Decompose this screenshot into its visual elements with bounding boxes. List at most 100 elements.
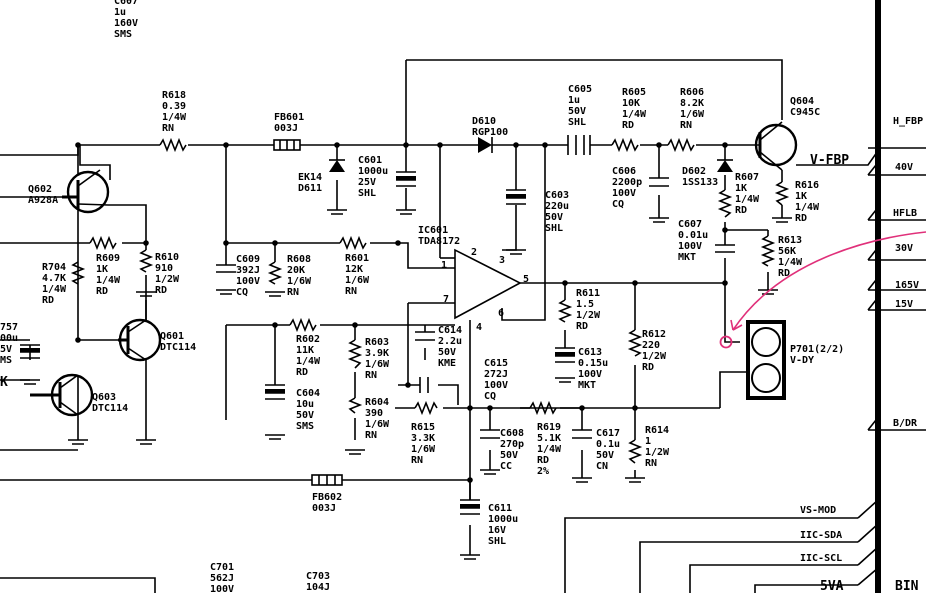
resistor-r619 bbox=[529, 400, 557, 416]
ic-pin-2: 2 bbox=[471, 247, 477, 258]
resistor-r606 bbox=[667, 137, 695, 153]
capacitor-c607 bbox=[715, 244, 735, 253]
ic-pin-labels: 1 2 3 4 5 6 7 bbox=[441, 247, 529, 333]
net-label-iic-scl: IIC-SCL bbox=[800, 553, 842, 564]
resistor-r610 bbox=[138, 249, 154, 273]
diode-ek14 bbox=[329, 159, 345, 172]
annotation-arrow bbox=[719, 231, 926, 349]
wires bbox=[0, 59, 926, 593]
ic-pin-7: 7 bbox=[443, 294, 449, 305]
resistor-r704 bbox=[70, 261, 86, 285]
resistor-r613 bbox=[760, 235, 776, 267]
ic-pin-3: 3 bbox=[499, 255, 505, 266]
resistor-r608 bbox=[267, 261, 283, 285]
net-label-iic-sda: IIC-SDA bbox=[800, 530, 842, 541]
net-label-v-fbp: V-FBP bbox=[810, 153, 849, 168]
junctions bbox=[75, 142, 728, 483]
label-p701: P701(2/2)V-DY bbox=[790, 344, 844, 366]
net-label-15v: 15V bbox=[895, 299, 913, 310]
resistor-r601 bbox=[339, 235, 367, 251]
ferrite-bead-fb601 bbox=[273, 139, 301, 151]
ic-pin-5: 5 bbox=[523, 274, 529, 285]
left-partial-k: K bbox=[0, 375, 8, 390]
net-label-h-fbp: H_FBP bbox=[893, 116, 923, 127]
diode-d602 bbox=[717, 159, 733, 172]
resistor-r614 bbox=[627, 439, 643, 464]
ic-pin-4: 4 bbox=[476, 322, 482, 333]
capacitor-c614 bbox=[415, 331, 435, 341]
transistor-q602 bbox=[62, 169, 110, 214]
capacitor-c615 bbox=[419, 377, 429, 393]
resistors bbox=[70, 137, 790, 464]
transistor-q604 bbox=[754, 121, 798, 171]
net-label-165v: 165V bbox=[895, 280, 919, 291]
resistor-r609 bbox=[89, 235, 117, 251]
net-label-bin: BIN bbox=[895, 579, 919, 593]
net-label-40v: 40V bbox=[895, 162, 913, 173]
capacitor-c617 bbox=[572, 429, 592, 439]
resistor-r604 bbox=[348, 397, 363, 414]
resistor-r612 bbox=[627, 329, 643, 357]
ground-symbols bbox=[20, 209, 792, 560]
net-label-5va: 5VA bbox=[820, 579, 844, 593]
capacitor-c608 bbox=[480, 429, 500, 439]
ic601-amplifier bbox=[454, 248, 522, 320]
ic-pin-1: 1 bbox=[441, 260, 447, 271]
net-label-b-dr: B/DR bbox=[893, 418, 918, 429]
resistor-r618 bbox=[159, 137, 187, 153]
transistor-q603 bbox=[30, 373, 94, 417]
connector-p701 bbox=[746, 320, 786, 400]
net-label-vs-mod: VS-MOD bbox=[800, 505, 836, 516]
ic-pin-6: 6 bbox=[498, 308, 504, 319]
resistor-r605 bbox=[611, 137, 639, 153]
resistor-r607 bbox=[717, 189, 733, 218]
resistor-r611 bbox=[557, 299, 573, 323]
cap-plates-filled bbox=[20, 176, 575, 508]
net-label-hflb: HFLB bbox=[893, 208, 917, 219]
resistor-r602 bbox=[289, 317, 317, 333]
capacitor-c605 bbox=[567, 135, 591, 155]
resistor-r616 bbox=[774, 181, 790, 206]
resistor-r615 bbox=[414, 400, 438, 416]
resistor-r603 bbox=[347, 339, 363, 369]
transistor-q601 bbox=[118, 318, 162, 362]
